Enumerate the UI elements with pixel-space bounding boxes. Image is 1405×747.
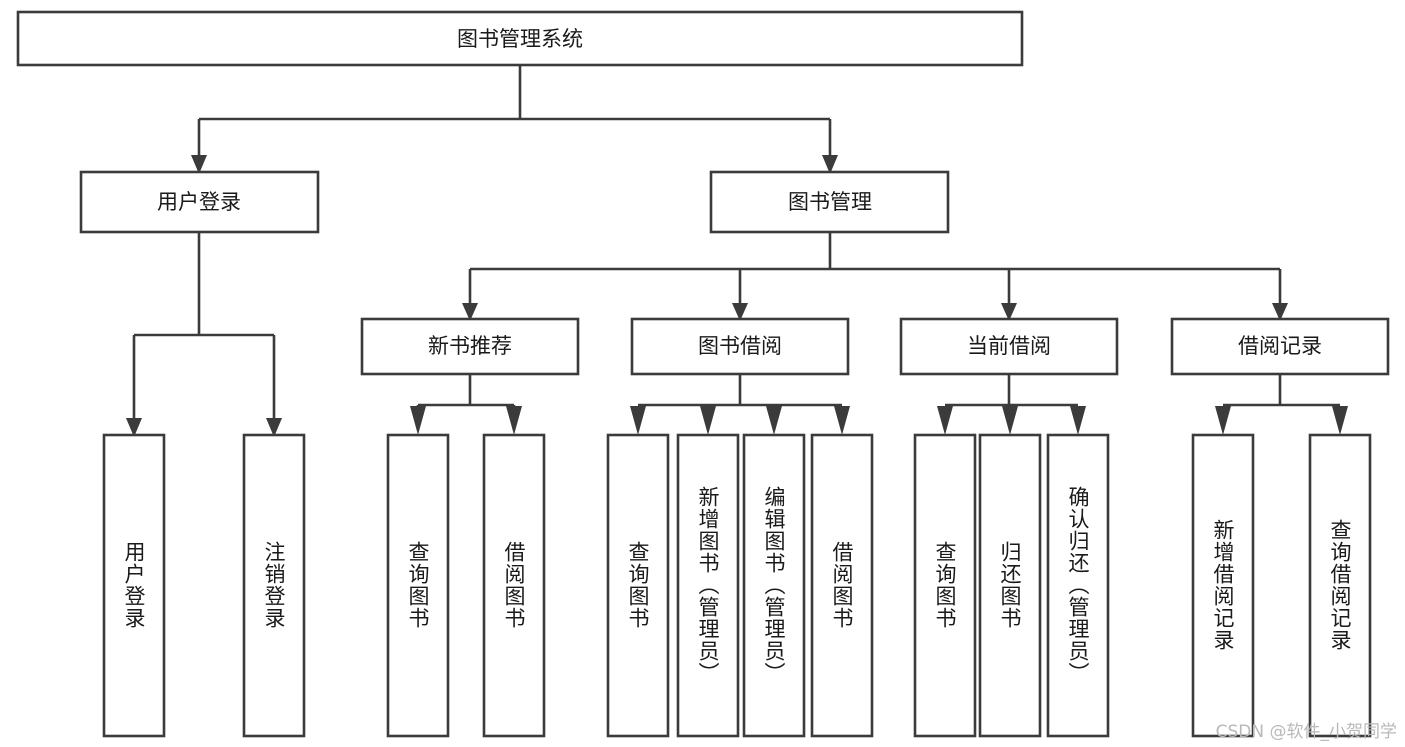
leaf-borrow-record-2-box[interactable]	[1308, 433, 1372, 738]
leaf-current-borrow-3-box[interactable]	[1046, 433, 1110, 738]
leaf-current-borrow-3[interactable]: 确认归还（管理员）	[1046, 433, 1110, 738]
arrow-book-borrow-c3	[766, 406, 782, 435]
arrow-to-current-borrow	[1001, 303, 1017, 321]
leaf-current-borrow-1-label: 查询图书	[933, 541, 957, 629]
leaf-current-borrow-1[interactable]: 查询图书	[913, 433, 977, 738]
leaf-book-borrow-3-label: 编辑图书（管理员）	[762, 486, 786, 684]
node-current-borrow[interactable]: 当前借阅	[899, 317, 1119, 376]
node-book-borrow-box[interactable]	[630, 317, 850, 376]
arrow-user-login-c1	[126, 418, 142, 437]
leaf-new-book-1-label: 查询图书	[406, 541, 430, 629]
node-new-book-label: 新书推荐	[428, 334, 512, 358]
arrow-to-book-borrow	[732, 303, 748, 321]
leaf-current-borrow-2[interactable]: 归还图书	[978, 433, 1042, 738]
leaf-book-borrow-1[interactable]: 查询图书	[606, 433, 670, 738]
node-book-manage-label: 图书管理	[788, 190, 872, 214]
leaf-book-borrow-1-box[interactable]	[606, 433, 670, 738]
leaf-book-borrow-4[interactable]: 借阅图书	[810, 433, 874, 738]
node-borrow-record[interactable]: 借阅记录	[1170, 317, 1390, 376]
leaf-user-login-1-label: 用户登录	[122, 541, 146, 629]
arrow-book-borrow-c4	[834, 406, 850, 435]
node-borrow-record-label: 借阅记录	[1238, 334, 1322, 358]
leaf-book-borrow-4-label: 借阅图书	[830, 541, 854, 629]
leaf-new-book-2[interactable]: 借阅图书	[482, 433, 546, 738]
leaf-user-login-1-box[interactable]	[102, 433, 166, 738]
leaf-user-login-1[interactable]: 用户登录	[102, 433, 166, 738]
node-user-login[interactable]: 用户登录	[79, 170, 320, 234]
leaf-borrow-record-1[interactable]: 新增借阅记录	[1191, 433, 1255, 738]
arrow-current-borrow-c2	[1002, 406, 1018, 435]
connector-layer	[126, 65, 1348, 437]
node-new-book[interactable]: 新书推荐	[360, 317, 580, 376]
leaf-current-borrow-1-box[interactable]	[913, 433, 977, 738]
node-root-label: 图书管理系统	[457, 27, 583, 51]
arrow-new-book-c2	[506, 406, 522, 435]
arrow-borrow-record-c1	[1215, 406, 1231, 435]
node-current-borrow-label: 当前借阅	[967, 334, 1051, 358]
leaf-current-borrow-2-box[interactable]	[978, 433, 1042, 738]
node-book-manage[interactable]: 图书管理	[709, 170, 950, 234]
leaf-borrow-record-2-label: 查询借阅记录	[1328, 519, 1352, 651]
leaf-book-borrow-2[interactable]: 新增图书（管理员）	[676, 433, 740, 738]
leaf-book-borrow-2-label: 新增图书（管理员）	[696, 486, 720, 684]
node-root-box[interactable]	[16, 10, 1024, 67]
arrow-borrow-record-c2	[1332, 406, 1348, 435]
node-book-borrow[interactable]: 图书借阅	[630, 317, 850, 376]
arrow-book-borrow-c1	[630, 406, 646, 435]
leaf-user-login-2-box[interactable]	[242, 433, 306, 738]
node-book-manage-box[interactable]	[709, 170, 950, 234]
node-user-login-label: 用户登录	[157, 190, 241, 214]
leaf-current-borrow-3-label: 确认归还（管理员）	[1066, 486, 1090, 684]
node-current-borrow-box[interactable]	[899, 317, 1119, 376]
arrow-current-borrow-c1	[937, 406, 953, 435]
node-root[interactable]: 图书管理系统	[16, 10, 1024, 67]
arrow-user-login-c2	[266, 418, 282, 437]
leaf-user-login-2-label: 注销登录	[262, 541, 286, 629]
leaf-new-book-1[interactable]: 查询图书	[386, 433, 450, 738]
leaf-book-borrow-3-box[interactable]	[742, 433, 806, 738]
node-borrow-record-box[interactable]	[1170, 317, 1390, 376]
leaf-new-book-2-box[interactable]	[482, 433, 546, 738]
leaf-book-borrow-3[interactable]: 编辑图书（管理员）	[742, 433, 806, 738]
node-new-book-box[interactable]	[360, 317, 580, 376]
arrow-book-borrow-c2	[700, 406, 716, 435]
leaf-borrow-record-2[interactable]: 查询借阅记录	[1308, 433, 1372, 738]
node-book-borrow-label: 图书借阅	[698, 334, 782, 358]
leaf-borrow-record-1-label: 新增借阅记录	[1211, 519, 1235, 651]
leaf-new-book-1-box[interactable]	[386, 433, 450, 738]
arrow-to-book-manage	[822, 155, 838, 174]
arrow-new-book-c1	[410, 406, 426, 435]
leaf-current-borrow-2-label: 归还图书	[998, 541, 1022, 629]
leaf-book-borrow-1-label: 查询图书	[626, 541, 650, 629]
arrow-to-user-login	[191, 155, 207, 174]
arrow-to-new-book	[462, 303, 478, 321]
arrow-to-borrow-record	[1272, 303, 1288, 321]
arrow-current-borrow-c3	[1070, 406, 1086, 435]
leaf-book-borrow-4-box[interactable]	[810, 433, 874, 738]
leaf-new-book-2-label: 借阅图书	[502, 541, 526, 629]
node-user-login-box[interactable]	[79, 170, 320, 234]
leaf-user-login-2[interactable]: 注销登录	[242, 433, 306, 738]
leaf-book-borrow-2-box[interactable]	[676, 433, 740, 738]
leaf-borrow-record-1-box[interactable]	[1191, 433, 1255, 738]
